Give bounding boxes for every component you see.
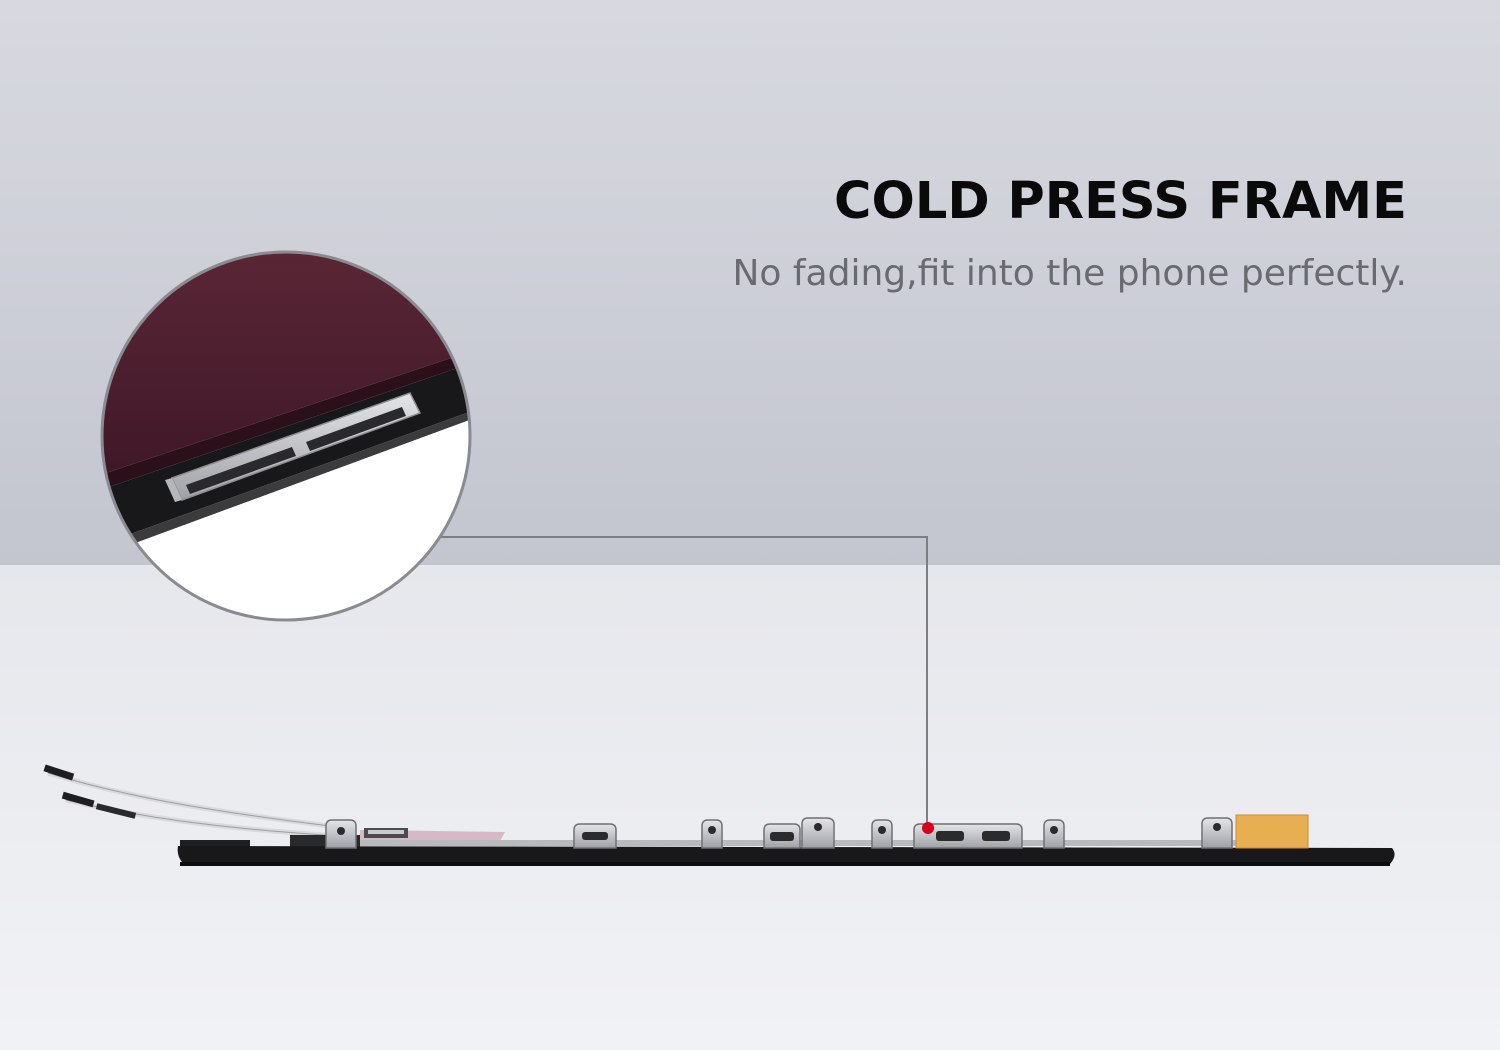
subline: No fading,fit into the phone perfectly. [732, 253, 1407, 294]
phone-screen-side [43, 764, 1395, 866]
zoom-circle-border [100, 250, 472, 622]
callout-line [440, 536, 928, 828]
zoom-bracket [165, 392, 422, 502]
adhesive-tape [1235, 814, 1309, 849]
zoom-detail [100, 250, 472, 622]
background-bottom [0, 565, 1500, 1050]
flex-cables [43, 764, 341, 839]
frame-body [177, 846, 1395, 866]
headline: COLD PRESS FRAME [834, 172, 1407, 231]
callout-marker-dot [922, 822, 934, 834]
frame-brackets [325, 817, 1233, 849]
